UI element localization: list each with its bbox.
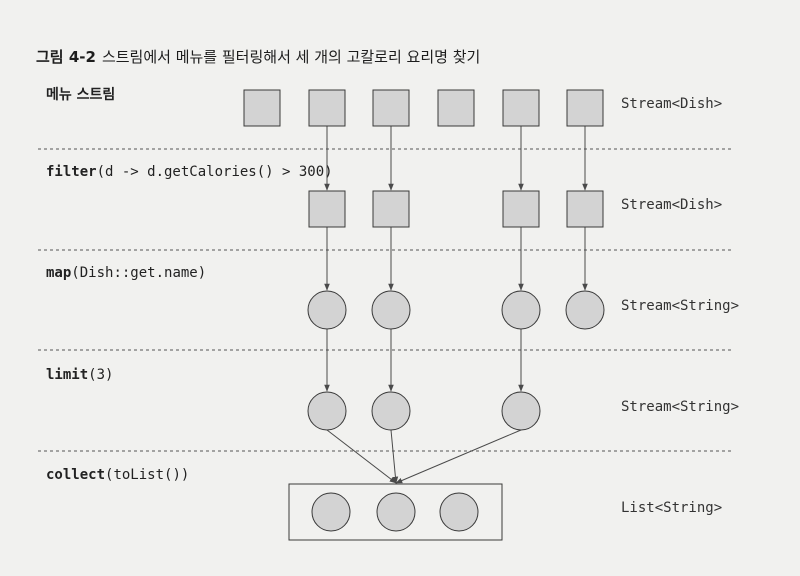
string-element <box>307 391 347 431</box>
type-label-filter: Stream<Dish> <box>621 197 723 213</box>
list-container <box>288 483 503 541</box>
stage-op-map: map <box>46 265 72 281</box>
string-element <box>376 492 416 532</box>
dish-element <box>243 89 281 127</box>
flow-arrow <box>390 429 399 484</box>
dish-element <box>566 89 604 127</box>
string-element <box>565 290 605 330</box>
flow-arrow <box>395 429 522 484</box>
stage-args-filter: (d -> d.getCalories() > 300) <box>96 164 333 180</box>
string-element <box>501 391 541 431</box>
string-element <box>501 290 541 330</box>
dish-element <box>308 190 346 228</box>
type-label-source: Stream<Dish> <box>621 96 723 112</box>
stage-label-map: map(Dish::get.name) <box>46 265 206 281</box>
figure-number: 그림 4-2 <box>36 48 96 66</box>
dish-element <box>372 190 410 228</box>
stage-label-collect: collect(toList()) <box>46 467 189 483</box>
type-label-map: Stream<String> <box>621 298 740 314</box>
type-label-limit: Stream<String> <box>621 399 740 415</box>
dish-element <box>566 190 604 228</box>
flow-arrow <box>326 429 397 484</box>
figure-title: 그림 4-2 스트림에서 메뉴를 필터링해서 세 개의 고칼로리 요리명 찾기 <box>36 46 480 67</box>
dish-element <box>502 89 540 127</box>
string-element <box>311 492 351 532</box>
stage-label-filter: filter(d -> d.getCalories() > 300) <box>46 164 333 180</box>
stage-op-filter: filter <box>46 164 97 180</box>
stage-label-source: 메뉴 스트림 <box>46 87 116 103</box>
stage-label-limit: limit(3) <box>46 367 113 383</box>
figure-caption: 스트림에서 메뉴를 필터링해서 세 개의 고칼로리 요리명 찾기 <box>101 48 481 66</box>
string-element <box>307 290 347 330</box>
type-label-collect: List<String> <box>621 500 723 516</box>
string-element <box>439 492 479 532</box>
stage-args-limit: (3) <box>88 367 114 383</box>
dish-element <box>437 89 475 127</box>
dish-element <box>308 89 346 127</box>
dish-element <box>372 89 410 127</box>
stage-op-limit: limit <box>46 367 89 383</box>
string-element <box>371 290 411 330</box>
dish-element <box>502 190 540 228</box>
stage-op-collect: collect <box>46 467 106 483</box>
stage-args-map: (Dish::get.name) <box>71 265 207 281</box>
string-element <box>371 391 411 431</box>
stage-args-collect: (toList()) <box>105 467 190 483</box>
